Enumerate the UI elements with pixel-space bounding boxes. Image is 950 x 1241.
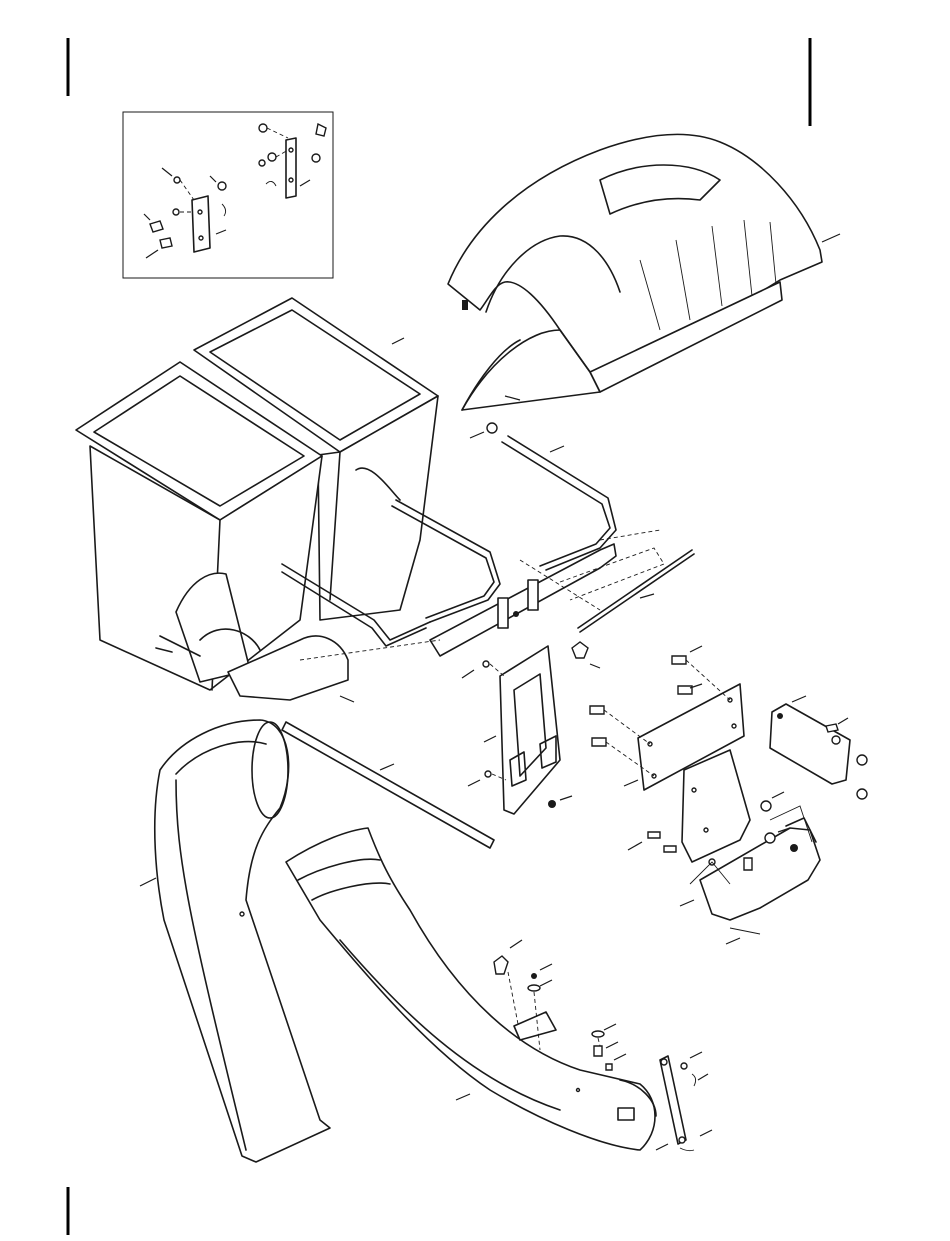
side-bracket (770, 696, 867, 799)
inset-bracket-detail (123, 112, 333, 278)
chute-lower (286, 828, 656, 1150)
mounting-bracket (462, 642, 600, 814)
chute-strap (656, 1052, 712, 1151)
long-rod (282, 722, 494, 848)
chute-upper (140, 720, 330, 1162)
hood-cover (448, 134, 840, 410)
